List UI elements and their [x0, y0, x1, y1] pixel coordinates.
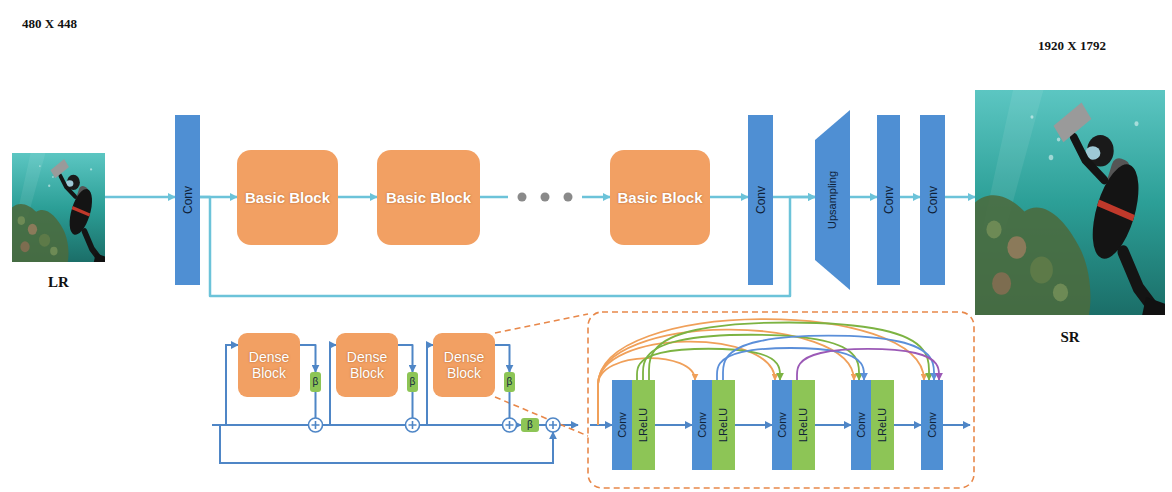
dense-connection — [637, 349, 780, 380]
node-label: Conv — [882, 186, 896, 214]
node-label: Conv — [855, 412, 867, 438]
lrelu-layer: LReLU — [712, 380, 735, 470]
node-label: Upsampling — [827, 171, 839, 229]
low-res-image: LR — [12, 153, 105, 291]
basic-block: Basic Block — [237, 150, 338, 245]
sum-symbol — [546, 418, 560, 432]
flow-arrow — [900, 196, 920, 199]
flow-arrow — [894, 424, 921, 426]
dots-patch — [508, 187, 582, 207]
beta-scale: β — [504, 372, 515, 392]
node-label: Conv — [181, 186, 195, 214]
node-label: Conv — [926, 186, 940, 214]
node-label: LReLU — [718, 408, 730, 442]
upsampling-block: Upsampling — [815, 110, 850, 290]
node-label: LReLU — [638, 408, 650, 442]
sum-symbol — [309, 418, 323, 432]
sum-symbol — [503, 418, 517, 432]
dense-connection — [643, 335, 859, 380]
dimension-label: 480 X 448 — [22, 16, 77, 31]
dense-connection — [649, 323, 929, 381]
node-label: Conv — [926, 412, 938, 438]
skip-wire — [220, 425, 553, 463]
zoom-leader — [495, 314, 588, 333]
conv-layer: Conv — [877, 115, 900, 285]
basic-block: Basic Block — [610, 150, 710, 245]
dense-block: Dense Block — [336, 333, 398, 397]
flow-arrow — [338, 196, 377, 199]
lrelu-layer: LReLU — [871, 380, 894, 470]
image-caption: SR — [975, 329, 1165, 346]
node-label: β — [507, 377, 513, 387]
node-label: Conv — [696, 412, 708, 438]
dense-connection — [723, 336, 934, 380]
conv-layer: Conv — [851, 380, 871, 470]
lrelu-layer: LReLU — [792, 380, 815, 470]
dense-block: Dense Block — [238, 333, 300, 397]
image-caption: LR — [12, 274, 105, 291]
flow-arrow — [105, 196, 175, 199]
conv-layer: Conv — [612, 380, 632, 470]
dense-connection — [797, 349, 939, 380]
underwater-photo — [12, 153, 105, 262]
super-res-image: SR — [975, 90, 1165, 346]
conv-layer: Conv — [692, 380, 712, 470]
ellipsis-dot — [541, 193, 550, 202]
flow-arrow — [945, 196, 975, 199]
dense-block: Dense Block — [433, 333, 495, 397]
node-label: Dense Block — [437, 349, 491, 381]
node-label: Dense Block — [340, 349, 394, 381]
dense-connection — [717, 348, 864, 380]
flow-arrow — [495, 345, 510, 372]
residual-line — [212, 424, 503, 426]
basic-block: Basic Block — [377, 150, 480, 245]
conv-layer: Conv — [920, 115, 945, 285]
node-label: Basic Block — [245, 189, 330, 206]
node-label: β — [527, 420, 533, 430]
conv-layer: Conv — [772, 380, 792, 470]
node-label: Basic Block — [386, 189, 471, 206]
flow-arrow — [300, 345, 316, 372]
node-label: Conv — [776, 412, 788, 438]
flow-arrow — [815, 424, 851, 426]
node-label: Dense Block — [242, 349, 296, 381]
conv-layer: Conv — [921, 380, 943, 470]
conv-layer: Conv — [748, 115, 773, 285]
node-label: LReLU — [877, 408, 889, 442]
flow-arrow — [850, 196, 877, 199]
node-label: Basic Block — [617, 189, 702, 206]
output-wire — [943, 424, 970, 426]
dimension-label: 1920 X 1792 — [1038, 38, 1106, 53]
input-wire — [226, 345, 238, 425]
flow-arrow — [710, 196, 748, 199]
beta-scale: β — [310, 372, 321, 392]
beta-scale: β — [521, 418, 539, 432]
lrelu-layer: LReLU — [632, 380, 655, 470]
node-label: LReLU — [798, 408, 810, 442]
zoom-outline — [588, 312, 974, 488]
node-label: β — [313, 377, 319, 387]
node-label: Conv — [754, 186, 768, 214]
flow-arrow — [735, 424, 772, 426]
node-label: β — [410, 377, 416, 387]
flow-arrow — [655, 424, 692, 426]
ellipsis-dot — [518, 193, 527, 202]
conv-layer: Conv — [175, 115, 200, 285]
flow-arrow — [398, 345, 413, 372]
beta-scale: β — [407, 372, 418, 392]
node-label: Conv — [616, 412, 628, 438]
sum-symbol — [406, 418, 420, 432]
input-wire — [590, 424, 612, 426]
ellipsis-dot — [564, 193, 573, 202]
underwater-photo — [975, 90, 1165, 315]
